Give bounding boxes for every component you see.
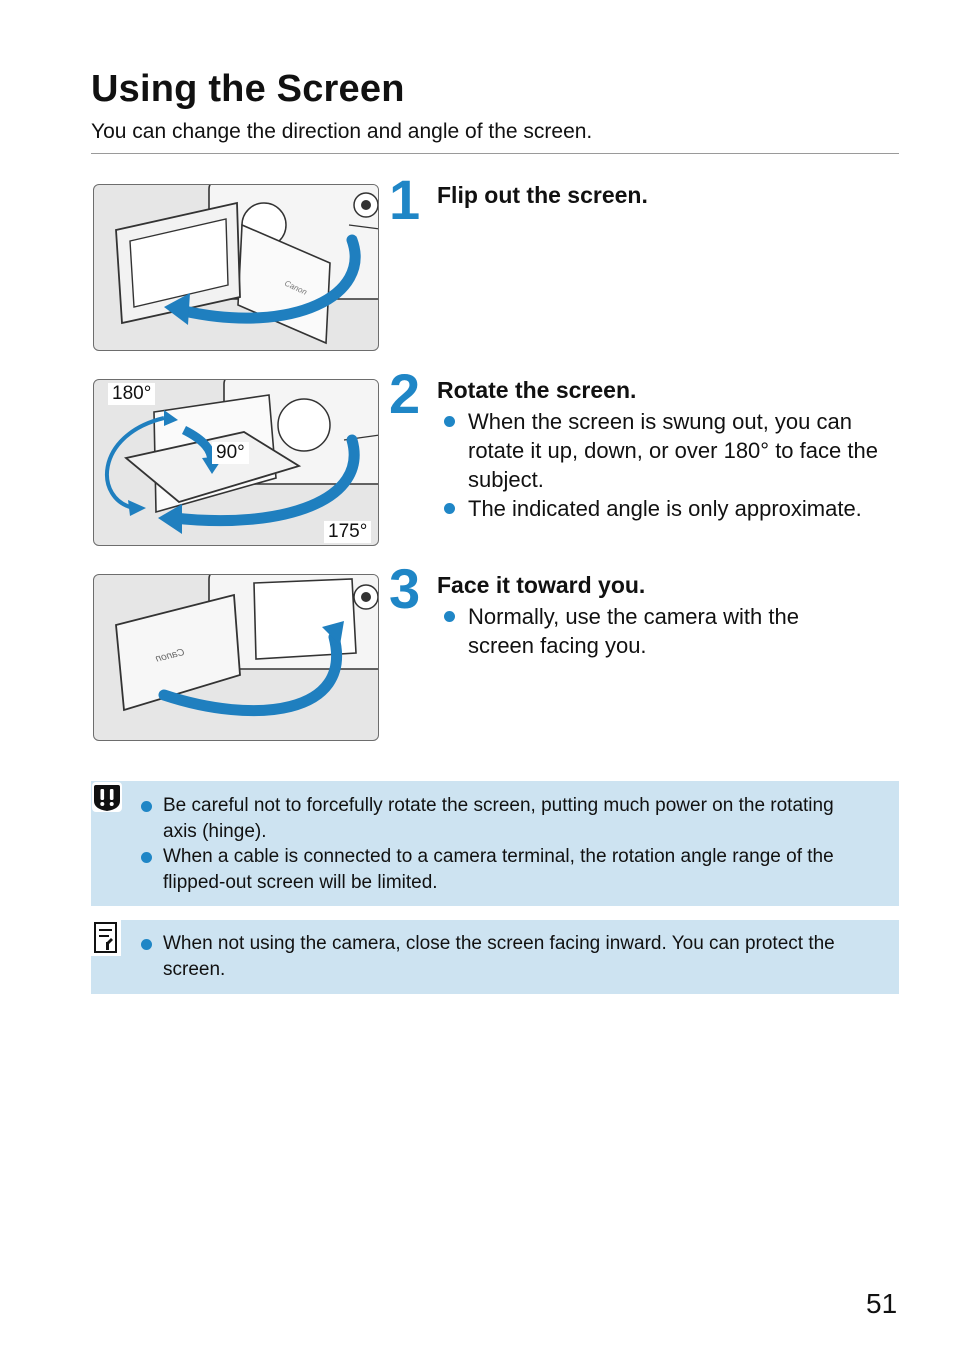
page-subtitle: You can change the direction and angle o… bbox=[91, 120, 593, 143]
caution-icon bbox=[92, 782, 122, 812]
step-2-number: 2 bbox=[389, 362, 421, 425]
note-list: When not using the camera, close the scr… bbox=[141, 931, 861, 982]
page-title: Using the Screen bbox=[91, 68, 405, 110]
caution-box: Be careful not to forcefully rotate the … bbox=[91, 781, 899, 906]
angle-90-label: 90° bbox=[212, 442, 249, 464]
list-item: When a cable is connected to a camera te… bbox=[141, 844, 861, 895]
page-number: 51 bbox=[866, 1288, 898, 1319]
angle-175-label: 175° bbox=[324, 521, 372, 543]
bullet-dot-icon bbox=[141, 801, 152, 812]
bullet-dot-icon bbox=[141, 852, 152, 863]
memo-icon bbox=[91, 920, 121, 956]
list-item: The indicated angle is only approximate. bbox=[444, 494, 904, 523]
face-toward-illustration: Canon bbox=[93, 574, 379, 741]
bullet-dot-icon bbox=[141, 939, 152, 950]
angle-180-label: 180° bbox=[108, 383, 156, 405]
bullet-dot-icon bbox=[444, 611, 455, 622]
list-item: Normally, use the camera with the screen… bbox=[444, 602, 844, 660]
bullet-dot-icon bbox=[444, 416, 455, 427]
list-item: When the screen is swung out, you can ro… bbox=[444, 407, 904, 494]
list-item: When not using the camera, close the scr… bbox=[141, 931, 861, 982]
step-2-bullets: When the screen is swung out, you can ro… bbox=[444, 407, 904, 523]
title-divider bbox=[91, 153, 899, 154]
rotate-illustration: 180° 90° 175° bbox=[93, 379, 379, 546]
list-item: Be careful not to forcefully rotate the … bbox=[141, 793, 861, 844]
note-box: When not using the camera, close the scr… bbox=[91, 920, 899, 994]
bullet-dot-icon bbox=[444, 503, 455, 514]
step-3-number: 3 bbox=[389, 557, 421, 620]
step-1-number: 1 bbox=[389, 168, 421, 231]
flip-out-illustration: Canon bbox=[93, 184, 379, 351]
step-3-heading: Face it toward you. bbox=[437, 572, 646, 598]
step-1-heading: Flip out the screen. bbox=[437, 182, 648, 208]
step-2-heading: Rotate the screen. bbox=[437, 377, 637, 403]
caution-list: Be careful not to forcefully rotate the … bbox=[141, 793, 861, 895]
step-3-bullets: Normally, use the camera with the screen… bbox=[444, 602, 844, 660]
